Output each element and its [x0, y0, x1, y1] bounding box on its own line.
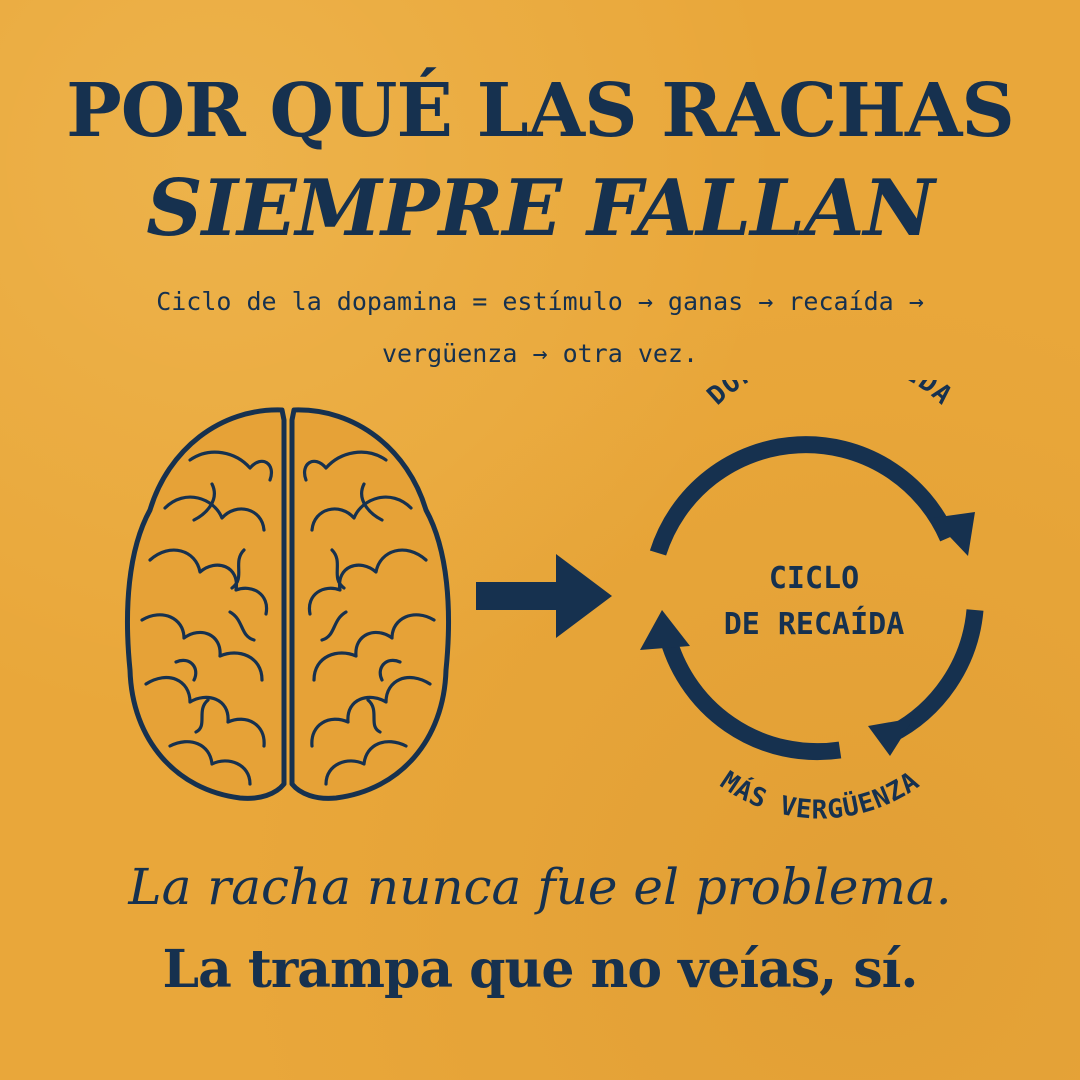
cycle-top-label: DOPAMINA RÁPIDA — [702, 380, 958, 411]
subtitle-line-2: vergüenza → otra vez. — [381, 339, 699, 368]
cycle-center-line-1: CICLO — [769, 561, 859, 596]
cycle-arrowheads — [640, 512, 975, 756]
subtitle: Ciclo de la dopamina = estímulo → ganas … — [60, 276, 1020, 380]
cycle-arrows-icon — [649, 436, 984, 761]
diagram: DOPAMINA RÁPIDA MÁS VERGÜENZA CICLO DE R… — [125, 380, 984, 825]
subtitle-line-1: Ciclo de la dopamina = estímulo → ganas … — [156, 287, 924, 316]
cycle-bottom-label: MÁS VERGÜENZA — [715, 766, 925, 825]
headline-line-2: SIEMPRE FALLAN — [146, 163, 935, 254]
arrow-right-icon — [476, 554, 612, 638]
headline-line-1: POR QUÉ LAS RACHAS — [66, 68, 1015, 154]
tagline-line-2: La trampa que no veías, sí. — [162, 939, 919, 1000]
tagline-line-1: La racha nunca fue el problema. — [128, 858, 952, 916]
cycle-center-line-2: DE RECAÍDA — [724, 606, 905, 642]
brain-illustration — [125, 407, 451, 801]
